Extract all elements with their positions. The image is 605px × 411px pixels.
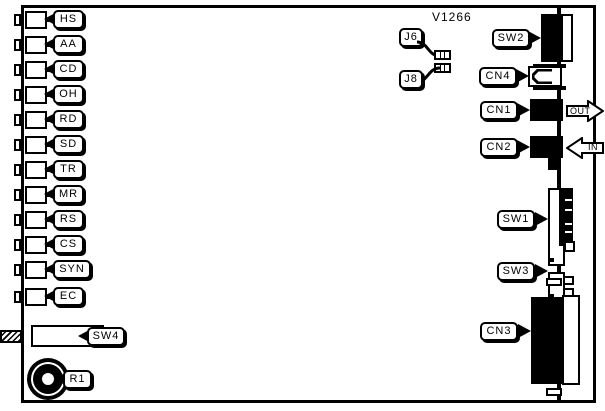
callout-label-rs: RS xyxy=(53,210,84,229)
callout-label-sw4: SW4 xyxy=(87,327,125,346)
led-tab-ec xyxy=(14,291,21,303)
callout-label-cn2: CN2 xyxy=(480,138,518,157)
callout-label-mr: MR xyxy=(53,185,84,204)
led-tab-rd xyxy=(14,114,21,126)
sw1-dip-lever-4[interactable] xyxy=(564,230,573,234)
sw1-dip-lever-1[interactable] xyxy=(564,198,573,202)
cn1-connector-body[interactable] xyxy=(530,99,563,121)
sw1-dip-lever-2[interactable] xyxy=(564,208,573,212)
callout-label-sw2: SW2 xyxy=(492,29,530,48)
callout-label-j8: J8 xyxy=(399,70,423,89)
sw3-pin-1-marker xyxy=(550,294,554,298)
callout-pointer-sw2 xyxy=(528,31,541,45)
sw1-pin-1-marker xyxy=(550,258,554,262)
callout-pointer-sw3 xyxy=(535,264,548,278)
led-tab-hs xyxy=(14,14,21,26)
cn3-shroud-outline xyxy=(562,295,580,385)
callout-pointer-sw1 xyxy=(535,212,548,226)
callout-label-sw1: SW1 xyxy=(497,210,535,229)
callout-label-cn3: CN3 xyxy=(480,322,518,341)
sw1-dip-lever-5[interactable] xyxy=(564,241,575,252)
callout-label-cs: CS xyxy=(53,235,84,254)
led-tab-cs xyxy=(14,239,21,251)
callout-label-cn4: CN4 xyxy=(479,67,517,86)
led-tab-sd xyxy=(14,139,21,151)
led-tab-rs xyxy=(14,214,21,226)
callout-pointer-cn1 xyxy=(517,103,530,117)
callout-label-sd: SD xyxy=(53,135,84,154)
callout-label-r1: R1 xyxy=(63,370,92,389)
board-model-title: V1266 xyxy=(432,10,472,24)
callout-label-ec: EC xyxy=(53,287,84,306)
led-tab-mr xyxy=(14,189,21,201)
sw2-switch-body[interactable] xyxy=(541,14,563,62)
cn2-connector-body[interactable] xyxy=(530,136,563,158)
sw1-dip-bank[interactable] xyxy=(559,188,573,246)
callout-pointer-cn2 xyxy=(517,140,530,154)
jumper-block-j6[interactable] xyxy=(434,50,451,60)
sw2-position-marker xyxy=(556,18,560,21)
callout-label-sw3: SW3 xyxy=(497,262,535,281)
cn3-connector-body[interactable] xyxy=(531,297,568,384)
led-tab-aa xyxy=(14,39,21,51)
cn4-bottom-rail xyxy=(533,86,566,90)
callout-pointer-cn3 xyxy=(518,324,531,338)
out-direction-arrow-icon xyxy=(566,100,604,122)
in-direction-label: IN xyxy=(588,142,598,152)
callout-pointer-cn4 xyxy=(516,69,529,83)
r1-potentiometer-hole xyxy=(42,373,54,385)
led-tab-cd xyxy=(14,64,21,76)
cn4-latch-icon xyxy=(532,69,552,84)
cn2-lower-stub xyxy=(548,158,561,170)
led-tab-tr xyxy=(14,164,21,176)
callout-label-hs: HS xyxy=(53,10,84,29)
board-edge-hatched-tab xyxy=(0,330,22,343)
sw1-dip-lever-3[interactable] xyxy=(564,222,573,226)
callout-label-cn1: CN1 xyxy=(480,101,518,120)
sw3-lever-1[interactable] xyxy=(563,276,574,285)
callout-label-rd: RD xyxy=(53,110,84,129)
callout-label-aa: AA xyxy=(53,35,84,54)
out-direction-label: OUT xyxy=(570,106,591,116)
in-direction-arrow-icon xyxy=(566,137,604,159)
sw2-actuator-outline xyxy=(561,14,573,62)
led-tab-oh xyxy=(14,89,21,101)
callout-label-syn: SYN xyxy=(53,260,91,279)
callout-label-cd: CD xyxy=(53,60,84,79)
led-tab-syn xyxy=(14,264,21,276)
callout-label-oh: OH xyxy=(53,85,84,104)
callout-label-tr: TR xyxy=(53,160,84,179)
cn3-mount-tab-bottom xyxy=(546,388,562,396)
cn3-mount-tab-top xyxy=(546,278,562,286)
